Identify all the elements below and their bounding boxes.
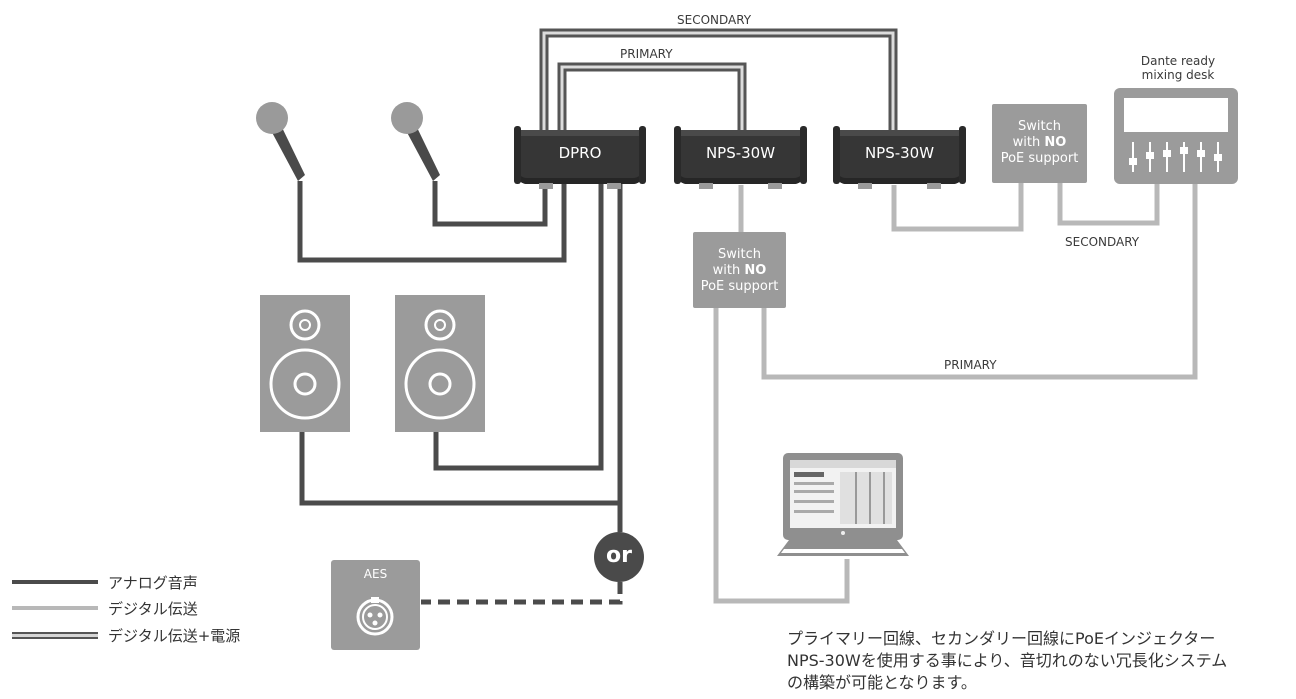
- switch-label-line1: Switch: [718, 247, 761, 262]
- device-ear: [639, 126, 646, 184]
- or-badge: or: [594, 532, 644, 582]
- device-name-dpro: DPRO: [558, 144, 602, 162]
- primary-bottom-label: PRIMARY: [944, 358, 997, 372]
- legend-digital-power: デジタル伝送+電源: [12, 626, 241, 645]
- secondary-power-cable: [539, 28, 898, 130]
- note-line-3: の構築が可能となります。: [787, 673, 977, 692]
- device-name-nps-primary: NPS-30W: [705, 144, 776, 162]
- dpro-device: DPRO: [514, 126, 646, 189]
- legend-text-digital: デジタル伝送: [108, 599, 198, 618]
- mixing-desk-label: Dante ready mixing desk: [1126, 54, 1230, 82]
- xlr-connector-icon: [356, 597, 394, 636]
- switch-label-line1: Switch: [1018, 119, 1061, 134]
- device-ear: [959, 126, 966, 184]
- switch-no-text: NO: [1044, 135, 1067, 150]
- device-name-nps-secondary: NPS-30W: [864, 144, 935, 162]
- mixing-desk-label-line2: mixing desk: [1141, 68, 1215, 82]
- aes-output-box: AES: [331, 560, 420, 650]
- microphone-icon: [391, 102, 440, 181]
- switch-label-line3: PoE support: [1000, 151, 1079, 166]
- digital-lines: [713, 181, 1198, 604]
- mixing-desk-icon: [1114, 88, 1238, 184]
- aes-dashed-line: [421, 508, 623, 605]
- device-feet: [699, 183, 782, 189]
- switch-label-line2: with NO: [693, 263, 786, 279]
- aes-label: AES: [363, 567, 388, 581]
- legend-swatch-analog: [12, 580, 98, 584]
- device-feet: [539, 183, 621, 189]
- switch-left: Switch with NO PoE support: [693, 232, 786, 308]
- analog-lines: [297, 181, 623, 532]
- primary-top-label: PRIMARY: [620, 47, 673, 61]
- note-line-1: プライマリー回線、セカンダリー回線にPoEインジェクター: [787, 629, 1216, 648]
- switch-with-text: with: [1012, 135, 1045, 150]
- primary-power-cable: [557, 62, 747, 130]
- device-feet: [858, 183, 941, 189]
- legend-swatch-digital-power: [12, 631, 98, 639]
- laptop-icon: [777, 453, 909, 556]
- switch-label-line2: with NO: [992, 135, 1087, 151]
- description-note: プライマリー回線、セカンダリー回線にPoEインジェクター NPS-30Wを使用す…: [787, 628, 1227, 694]
- note-line-2: NPS-30Wを使用する事により、音切れのない冗長化システム: [787, 651, 1228, 670]
- secondary-top-label: SECONDARY: [677, 13, 752, 27]
- device-ear: [674, 126, 681, 184]
- switch-right: Switch with NO PoE support: [992, 104, 1087, 183]
- secondary-right-label: SECONDARY: [1065, 235, 1140, 249]
- legend-swatch-digital: [12, 606, 98, 610]
- nps-30w-device-secondary: NPS-30W: [833, 126, 966, 189]
- microphone-icon: [256, 102, 305, 181]
- switch-with-text: with: [712, 263, 745, 278]
- legend-text-analog: アナログ音声: [108, 573, 198, 592]
- legend-text-digital-power: デジタル伝送+電源: [108, 626, 241, 645]
- device-ear: [514, 126, 521, 184]
- nps-30w-device-primary: NPS-30W: [674, 126, 807, 189]
- speaker-icon: [395, 295, 485, 432]
- device-ear: [833, 126, 840, 184]
- legend-analog: アナログ音声: [12, 573, 198, 592]
- legend-digital: デジタル伝送: [12, 599, 198, 618]
- device-ear: [800, 126, 807, 184]
- mixing-desk-label-line1: Dante ready: [1140, 54, 1216, 68]
- speaker-icon: [260, 295, 350, 432]
- switch-label-line3: PoE support: [700, 279, 779, 294]
- switch-no-text: NO: [744, 263, 767, 278]
